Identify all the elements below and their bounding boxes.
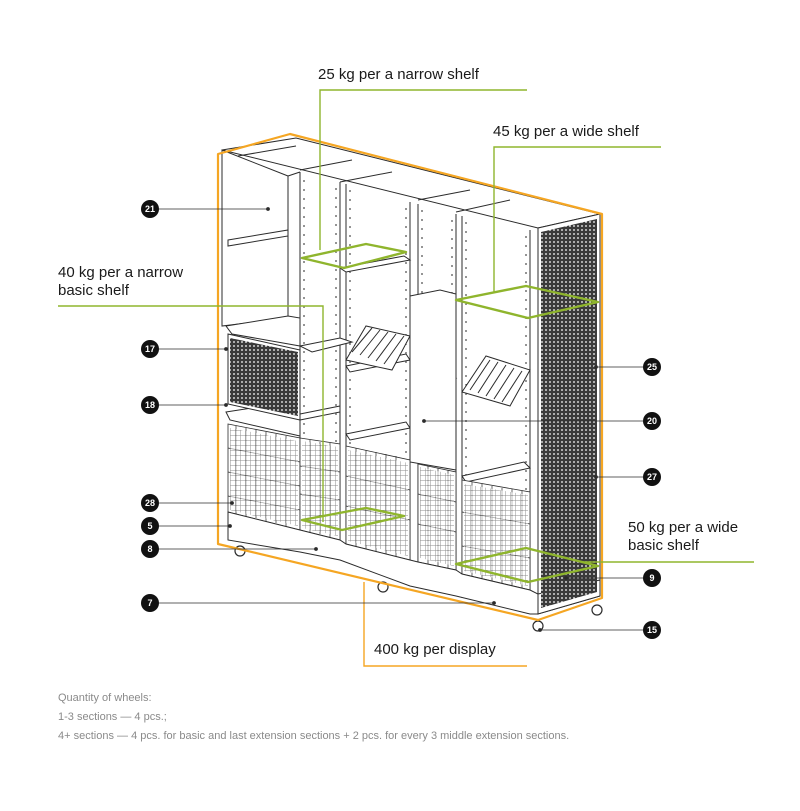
narrow-basic-shelf-load-label-line1: 40 kg per a narrow xyxy=(58,264,184,281)
wide-basic-shelf-highlight xyxy=(454,546,600,584)
callout-20: 20 xyxy=(643,412,661,430)
notes-title: Quantity of wheels: xyxy=(58,692,152,704)
callout-18: 18 xyxy=(141,396,159,414)
callout-8: 8 xyxy=(141,540,159,558)
wire-basket-fill xyxy=(230,428,528,586)
wide-basic-shelf-load-label-line2: basic shelf xyxy=(628,537,699,554)
display-outline xyxy=(216,132,604,622)
svg-text:20: 20 xyxy=(647,416,657,426)
svg-text:5: 5 xyxy=(147,521,152,531)
wide-basic-shelf-load-label-line1: 50 kg per a wide xyxy=(628,519,739,536)
load-highlights xyxy=(300,242,600,584)
svg-text:8: 8 xyxy=(147,544,152,554)
callout-leaders xyxy=(152,207,652,632)
narrow-shelf-highlight xyxy=(300,242,408,270)
wheel-icon xyxy=(591,604,603,616)
svg-text:17: 17 xyxy=(145,344,155,354)
svg-text:21: 21 xyxy=(145,204,155,214)
svg-text:27: 27 xyxy=(647,472,657,482)
notes-line-2: 4+ sections — 4 pcs. for basic and last … xyxy=(58,730,570,742)
perforated-end-panel-right xyxy=(541,219,597,608)
wide-shelf-load-label: 45 kg per a wide shelf xyxy=(493,123,639,140)
narrow-basic-shelf-highlight xyxy=(300,506,406,532)
callout-5: 5 xyxy=(141,517,159,535)
display-load-leader xyxy=(363,582,527,667)
callout-25: 25 xyxy=(643,358,661,376)
callout-7: 7 xyxy=(141,594,159,612)
display-load-label: 400 kg per display xyxy=(374,641,496,658)
callout-15: 15 xyxy=(643,621,661,639)
svg-text:28: 28 xyxy=(145,498,155,508)
svg-text:15: 15 xyxy=(647,625,657,635)
callout-28: 28 xyxy=(141,494,159,512)
svg-text:9: 9 xyxy=(649,573,654,583)
notes-line-1: 1-3 sections — 4 pcs.; xyxy=(58,711,167,723)
svg-text:7: 7 xyxy=(147,598,152,608)
perforated-side-panel-left xyxy=(230,338,298,416)
callout-21: 21 xyxy=(141,200,159,218)
svg-text:18: 18 xyxy=(145,400,155,410)
svg-text:25: 25 xyxy=(647,362,657,372)
callout-17: 17 xyxy=(141,340,159,358)
wide-shelf-highlight xyxy=(454,284,600,320)
wheel-quantity-notes: Quantity of wheels: 1-3 sections — 4 pcs… xyxy=(58,689,569,746)
narrow-basic-shelf-load-label-line2: basic shelf xyxy=(58,282,129,299)
green-leaders xyxy=(58,89,754,563)
narrow-shelf-load-label: 25 kg per a narrow shelf xyxy=(318,66,479,83)
callout-27: 27 xyxy=(643,468,661,486)
callout-9: 9 xyxy=(643,569,661,587)
